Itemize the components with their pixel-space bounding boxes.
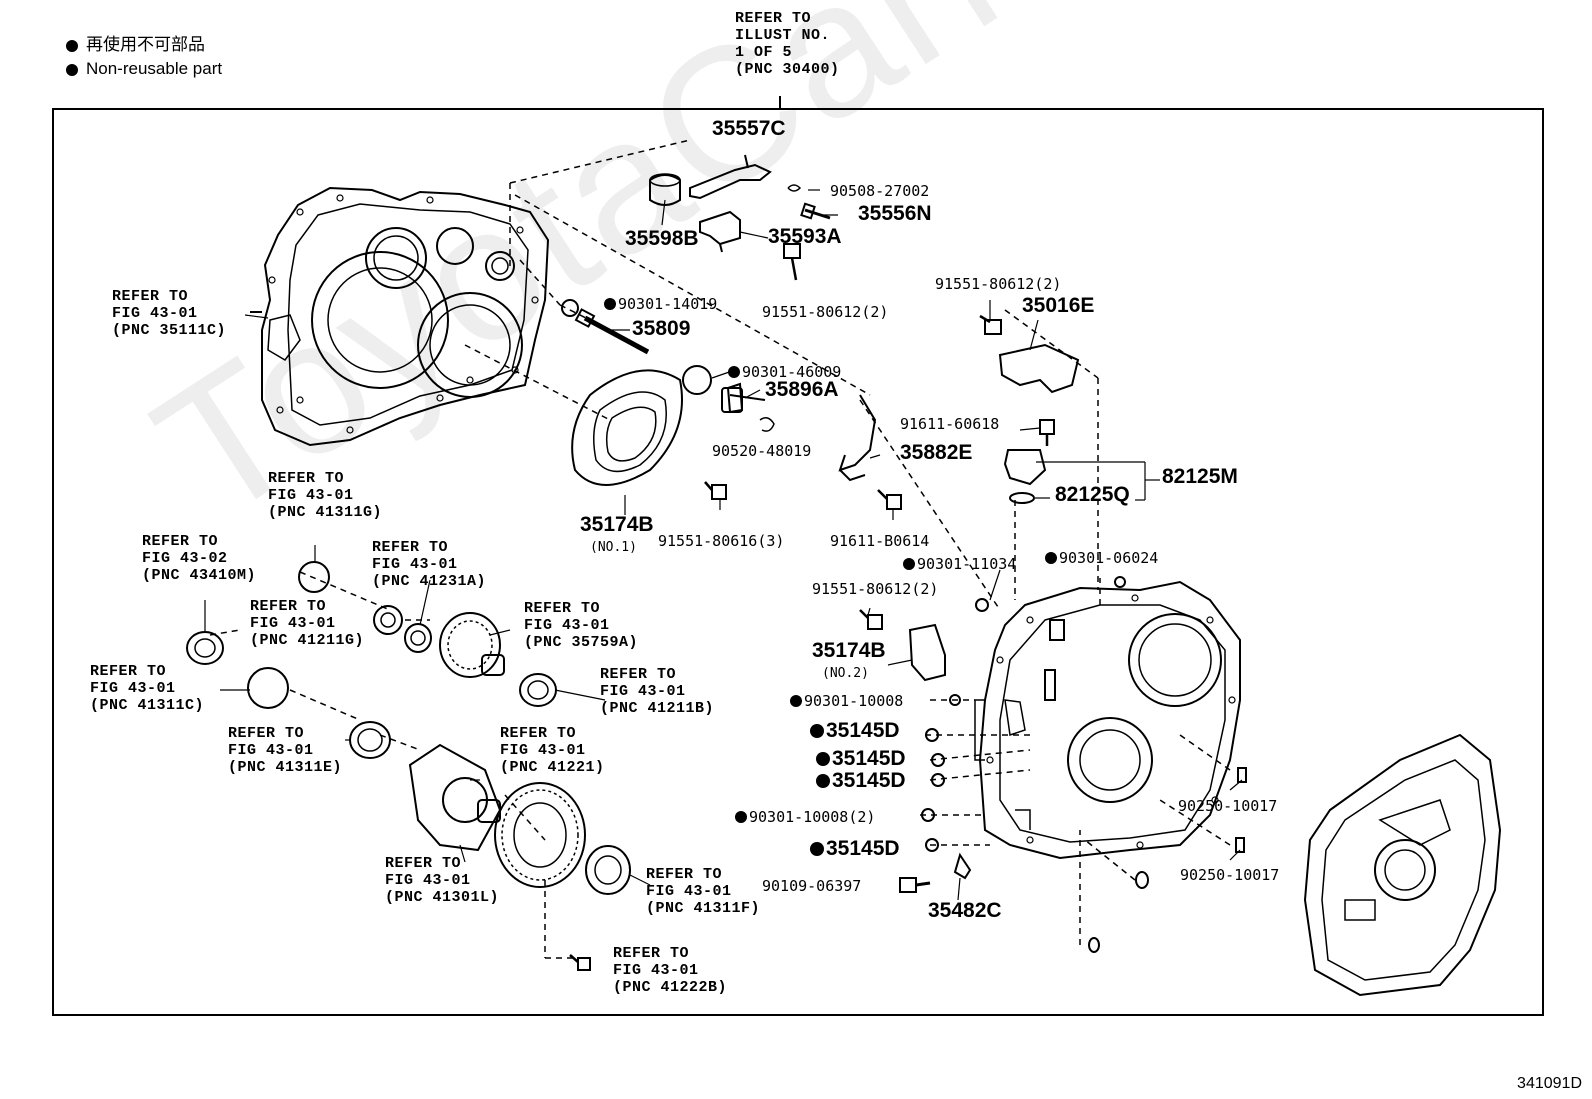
ref-41311E: REFER TO FIG 43-01 (PNC 41311E) (228, 725, 343, 776)
front-case-housing (250, 186, 550, 447)
rear-cover-housing (1303, 733, 1502, 997)
non-reusable-dot-icon (604, 298, 616, 310)
part-35016E: 35016E (1022, 294, 1095, 317)
part-35809: 35809 (632, 317, 691, 340)
part-91611-B0614: 91611-B0614 (830, 532, 930, 550)
figure-code: 341091D (1517, 1075, 1582, 1092)
part-35482C: 35482C (928, 899, 1002, 922)
part-35598B: 35598B (625, 227, 699, 250)
part-90301-10008: 90301-10008 (790, 692, 903, 710)
part-35174B-no2: 35174B (812, 639, 886, 662)
part-35145D-a: 35145D (810, 720, 900, 741)
part-35896A: 35896A (765, 378, 839, 401)
bullet-icon (66, 39, 78, 52)
ref-41221: REFER TO FIG 43-01 (PNC 41221) (500, 725, 605, 776)
ref-41231A: REFER TO FIG 43-01 (PNC 41231A) (372, 539, 487, 590)
non-reusable-dot-icon (816, 752, 830, 766)
non-reusable-dot-icon (735, 811, 747, 823)
part-91551-80612-c: 91551-80612(2) (812, 580, 939, 598)
part-90301-14019: 90301-14019 (604, 295, 717, 313)
top-reference: REFER TO ILLUST NO. 1 OF 5 (PNC 30400) (735, 10, 840, 78)
center-case-housing (859, 580, 1247, 953)
part-35145D-d: 35145D (810, 838, 900, 859)
part-35557C: 35557C (712, 117, 786, 140)
part-91611-60618: 91611-60618 (900, 415, 1000, 433)
part-90301-06024: 90301-06024 (1045, 549, 1158, 567)
part-90301-10008-2: 90301-10008(2) (735, 808, 875, 826)
part-35145D-c: 35145D (816, 770, 906, 791)
diagram-frame (52, 108, 1544, 1016)
part-91551-80612-b: 91551-80612(2) (935, 275, 1062, 293)
legend-en: Non-reusable part (66, 58, 222, 80)
part-35174B-no1-sub: (NO.1) (590, 540, 637, 555)
ref-41311F: REFER TO FIG 43-01 (PNC 41311F) (646, 866, 761, 917)
non-reusable-dot-icon (790, 695, 802, 707)
ref-41211B: REFER TO FIG 43-01 (PNC 41211B) (600, 666, 715, 717)
ref-41222B: REFER TO FIG 43-01 (PNC 41222B) (613, 945, 728, 996)
non-reusable-dot-icon (728, 366, 740, 378)
part-35882E: 35882E (900, 441, 973, 464)
non-reusable-dot-icon (810, 724, 824, 738)
ref-35111C: REFER TO FIG 43-01 (PNC 35111C) (112, 288, 227, 339)
part-91551-80612-a: 91551-80612(2) (762, 303, 889, 321)
part-82125Q: 82125Q (1055, 483, 1130, 506)
part-82125M: 82125M (1162, 465, 1238, 488)
part-35145D-b: 35145D (816, 748, 906, 769)
part-90250-10017-b: 90250-10017 (1180, 866, 1280, 884)
non-reusable-dot-icon (1045, 552, 1057, 564)
ref-41301L: REFER TO FIG 43-01 (PNC 41301L) (385, 855, 500, 906)
part-35174B-no1: 35174B (580, 513, 654, 536)
part-91551-80616: 91551-80616(3) (658, 532, 785, 550)
legend-jp: 再使用不可部品 (66, 34, 205, 56)
part-35174B-no2-sub: (NO.2) (822, 666, 869, 681)
ref-43410M: REFER TO FIG 43-02 (PNC 43410M) (142, 533, 257, 584)
non-reusable-dot-icon (903, 558, 915, 570)
ref-41311C: REFER TO FIG 43-01 (PNC 41311C) (90, 663, 205, 714)
part-90250-10017-a: 90250-10017 (1178, 797, 1278, 815)
bullet-icon (66, 63, 78, 76)
part-90301-11034: 90301-11034 (903, 555, 1016, 573)
non-reusable-dot-icon (810, 842, 824, 856)
part-90109-06397: 90109-06397 (762, 877, 862, 895)
part-90508-27002: 90508-27002 (830, 182, 930, 200)
ref-41211G: REFER TO FIG 43-01 (PNC 41211G) (250, 598, 365, 649)
differential-parts (186, 561, 631, 971)
part-90520-48019: 90520-48019 (712, 442, 812, 460)
ref-41311G: REFER TO FIG 43-01 (PNC 41311G) (268, 470, 383, 521)
parts-top (561, 154, 1126, 612)
part-35556N: 35556N (858, 202, 932, 225)
non-reusable-dot-icon (816, 774, 830, 788)
part-35593A: 35593A (768, 225, 842, 248)
ref-35759A: REFER TO FIG 43-01 (PNC 35759A) (524, 600, 639, 651)
part-90301-46009: 90301-46009 (728, 363, 841, 381)
